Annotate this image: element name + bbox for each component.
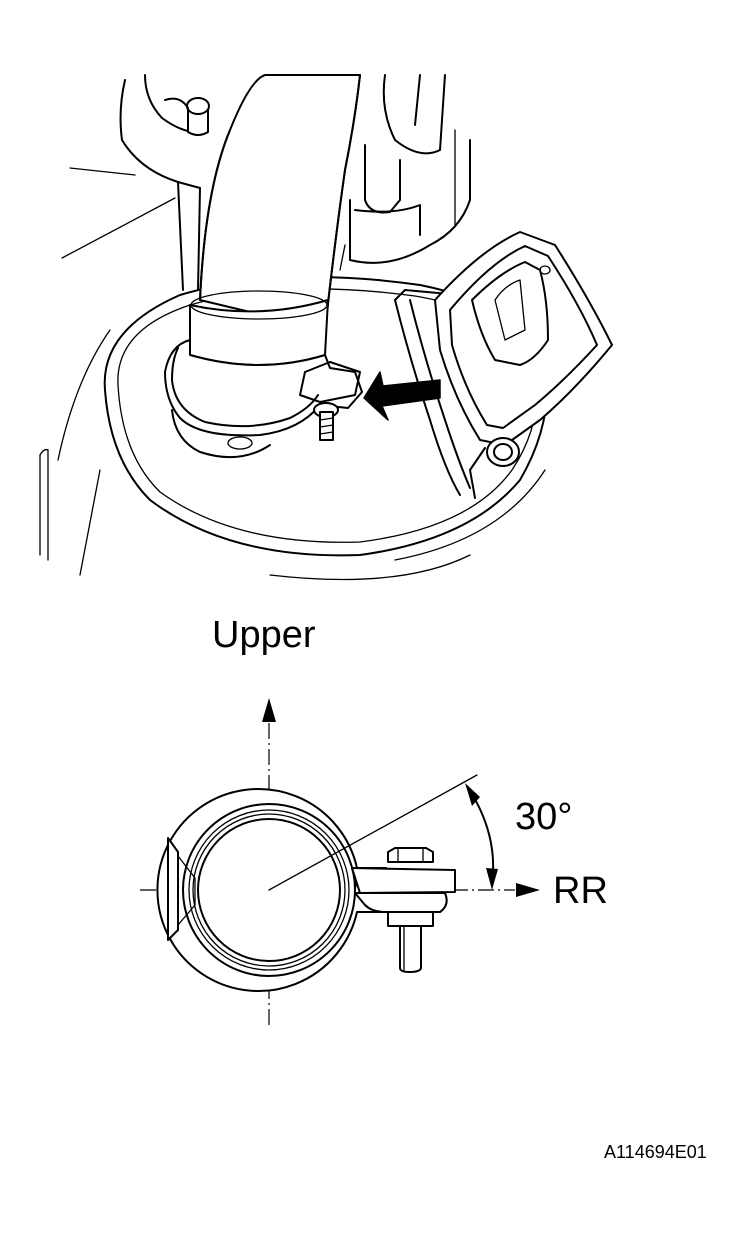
angle-line	[268, 774, 478, 891]
pipe-outline	[197, 818, 341, 962]
figure-id: A114694E01	[604, 1142, 707, 1162]
clamp-body	[156, 788, 387, 992]
upper-arrowhead	[262, 698, 276, 722]
installation-illustration	[39, 74, 613, 581]
upper-label: Upper	[212, 614, 316, 656]
bolt	[399, 925, 422, 973]
hex-nut	[387, 847, 434, 863]
angle-arc	[471, 793, 495, 884]
direction-arrow	[363, 371, 441, 421]
angle-label: 30°	[515, 796, 573, 838]
rr-arrowhead	[516, 883, 540, 897]
clamp-inner-ring	[182, 803, 356, 977]
rear-direction-label: RR	[553, 870, 608, 912]
